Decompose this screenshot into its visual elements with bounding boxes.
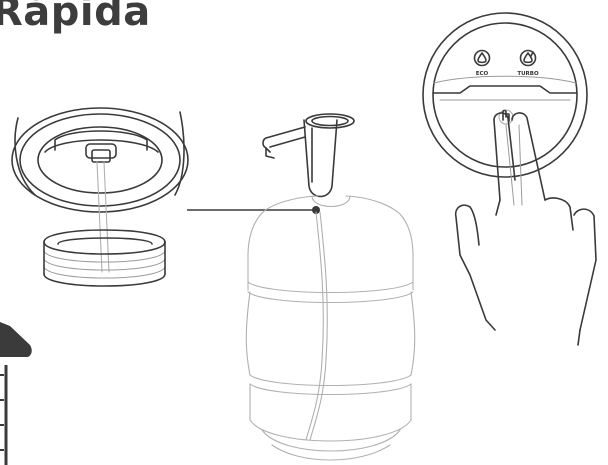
hand-icon: [456, 113, 596, 345]
pump-dispenser: [263, 114, 354, 197]
water-tube-center: [306, 212, 327, 440]
water-jug: [246, 196, 415, 460]
eco-button: ECO: [475, 51, 490, 78]
dispenser-edge: [0, 322, 32, 465]
turbo-button: TURBO: [517, 51, 539, 78]
turbo-label: TURBO: [517, 71, 539, 77]
water-tube-left: [97, 162, 109, 272]
eco-drop-icon: [478, 53, 486, 62]
eco-label: ECO: [476, 71, 489, 77]
control-panel: [423, 13, 587, 177]
bottle-neck-thread: [44, 230, 165, 286]
turbo-drop-icon: [524, 53, 532, 62]
adapter-ring: [12, 108, 188, 212]
